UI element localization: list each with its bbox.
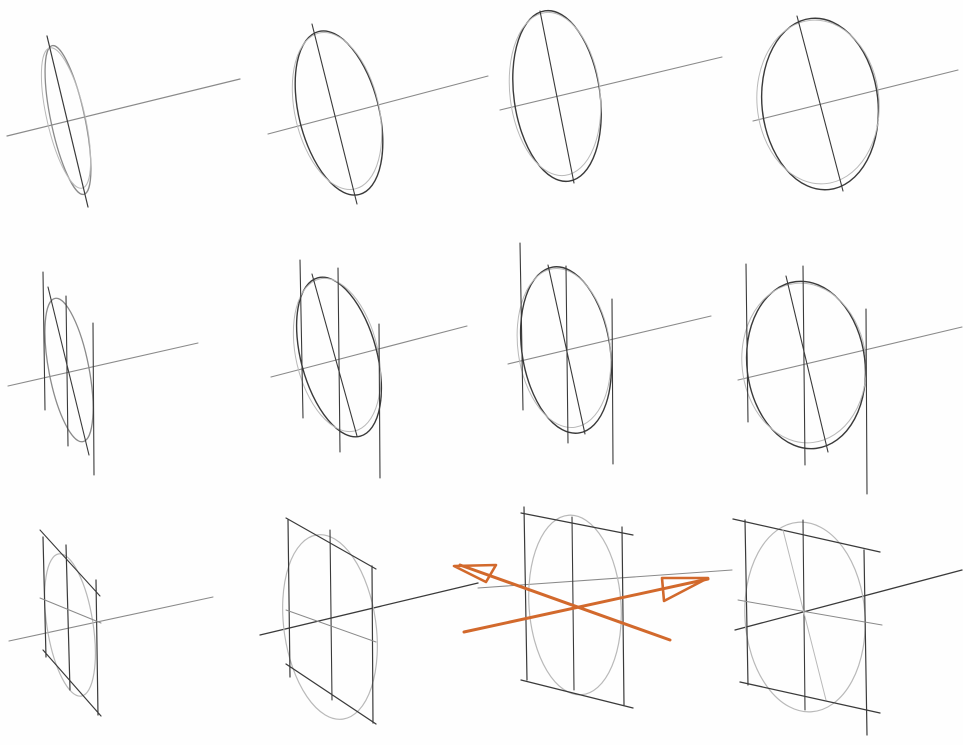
box-center-edge	[330, 530, 332, 700]
ellipse-outline	[737, 274, 875, 455]
horizon-axis-line	[735, 570, 962, 630]
ellipse-major-axis	[786, 276, 828, 452]
vertical-guide-left	[300, 260, 303, 418]
box-bottom-edge	[740, 682, 880, 713]
panel-2-1	[8, 272, 198, 475]
panel-3-4	[733, 518, 962, 735]
panel-3-2	[260, 518, 478, 725]
orange-axis-arrows	[454, 565, 708, 640]
panel-2-2	[271, 260, 467, 478]
horizon-axis-line	[9, 597, 213, 641]
horizon-axis-line	[8, 343, 198, 386]
vertical-guide-right	[612, 299, 613, 464]
ellipse-major-axis	[312, 24, 357, 204]
ellipse-outline-secondary	[507, 262, 620, 433]
box-center-edge	[572, 517, 574, 690]
vertical-guide-center	[66, 296, 68, 446]
orange-axis-line-b	[464, 579, 708, 632]
row-3-boxed-ellipses	[9, 507, 962, 735]
horizon-axis-line	[500, 57, 722, 110]
horizon-axis-line	[271, 326, 467, 377]
box-left-edge	[43, 537, 46, 657]
box-top-edge	[733, 519, 880, 552]
panel-2-3	[507, 243, 711, 464]
arrow-right-icon	[662, 578, 708, 601]
vertical-guide-right	[379, 324, 380, 478]
vertical-guide-right	[866, 309, 867, 494]
vertical-guide-center	[803, 266, 805, 465]
box-left-edge	[524, 507, 527, 680]
horizon-axis-line	[753, 70, 958, 121]
arrow-left-icon	[454, 565, 496, 582]
panel-3-1	[9, 530, 213, 716]
row-1-ellipse-axis	[7, 5, 958, 207]
box-right-edge	[622, 527, 624, 705]
panel-1-3	[500, 5, 722, 187]
box-right-edge	[96, 580, 98, 715]
box-bottom-edge	[521, 680, 633, 708]
ellipse-outline	[35, 295, 102, 446]
box-center-edge	[66, 545, 70, 690]
box-bottom-edge	[286, 664, 376, 724]
panel-3-3	[478, 507, 732, 708]
horizon-axis-line	[738, 327, 962, 380]
panel-2-4	[734, 264, 962, 494]
ellipse-major-axis	[797, 16, 843, 191]
panel-1-4	[750, 12, 958, 195]
vertical-guide-right	[93, 323, 94, 475]
box-mid-edge	[738, 600, 882, 625]
ellipse-outline-secondary	[31, 44, 100, 193]
ellipse-outline-secondary	[500, 7, 609, 181]
row-2-ellipse-verticals	[8, 243, 962, 494]
panel-1-1	[7, 36, 240, 207]
box-right-edge	[372, 566, 373, 723]
ellipse-major-axis	[540, 11, 574, 183]
panel-1-2	[268, 22, 488, 204]
box-top-edge	[286, 518, 376, 569]
box-mid-edge	[40, 598, 101, 623]
